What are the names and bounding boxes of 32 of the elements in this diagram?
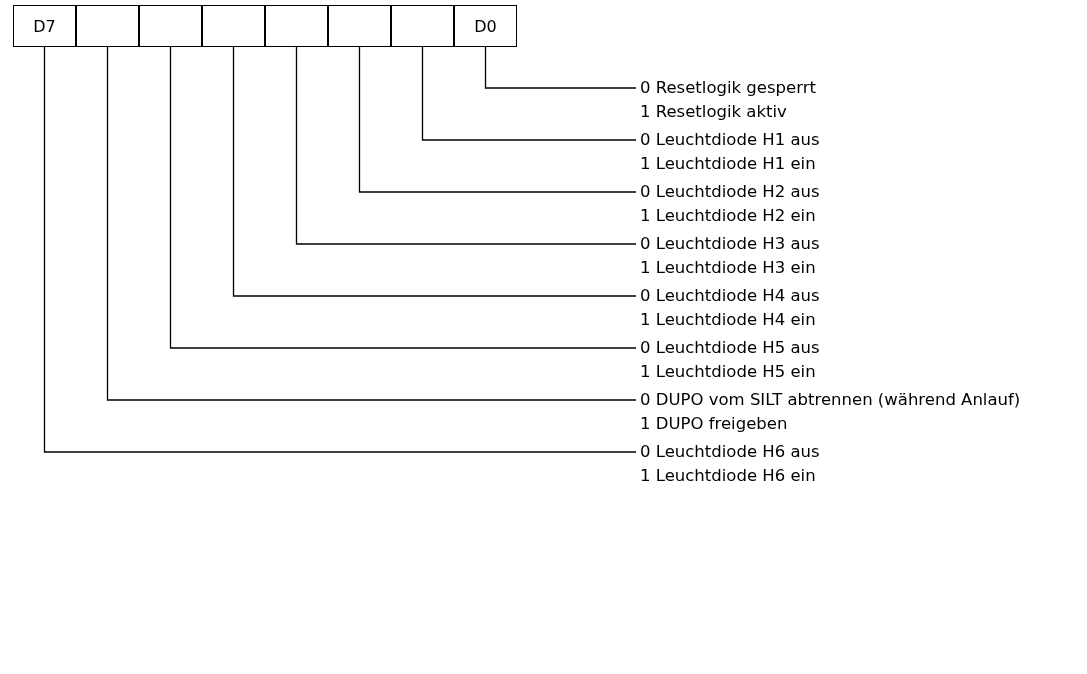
bit-description: 0 Leuchtdiode H1 aus: [640, 129, 820, 151]
bit-cell: [391, 5, 454, 47]
bit-description: 0 Resetlogik gesperrt: [640, 77, 816, 99]
bit-cell: [328, 5, 391, 47]
bit-cell: [76, 5, 139, 47]
bit-description: 1 DUPO freigeben: [640, 413, 788, 435]
bit-description: 1 Leuchtdiode H5 ein: [640, 361, 816, 383]
bit-description: 1 Leuchtdiode H4 ein: [640, 309, 816, 331]
bit-cell: [202, 5, 265, 47]
bit-description: 1 Leuchtdiode H3 ein: [640, 257, 816, 279]
bit-description: 0 Leuchtdiode H2 aus: [640, 181, 820, 203]
bit-description: 1 Leuchtdiode H6 ein: [640, 465, 816, 487]
leader-line: [295, 46, 637, 245]
leader-line: [358, 46, 637, 193]
bit-description: 0 Leuchtdiode H3 aus: [640, 233, 820, 255]
leader-line: [106, 46, 637, 401]
bit-description: 0 Leuchtdiode H5 aus: [640, 337, 820, 359]
bit-cell: D7: [13, 5, 76, 47]
bit-description: 1 Leuchtdiode H2 ein: [640, 205, 816, 227]
bit-description: 0 Leuchtdiode H4 aus: [640, 285, 820, 307]
bit-cell: D0: [454, 5, 517, 47]
bit-cell: [139, 5, 202, 47]
leader-line: [421, 46, 637, 141]
bit-description: 1 Resetlogik aktiv: [640, 101, 787, 123]
bit-description: 0 DUPO vom SILT abtrennen (während Anlauf): [640, 389, 1021, 411]
bit-description: 0 Leuchtdiode H6 aus: [640, 441, 820, 463]
leader-line: [232, 46, 637, 297]
leader-line: [43, 46, 637, 453]
leader-line: [484, 46, 637, 89]
leader-line: [169, 46, 637, 349]
bit-description: 1 Leuchtdiode H1 ein: [640, 153, 816, 175]
bit-cell: [265, 5, 328, 47]
